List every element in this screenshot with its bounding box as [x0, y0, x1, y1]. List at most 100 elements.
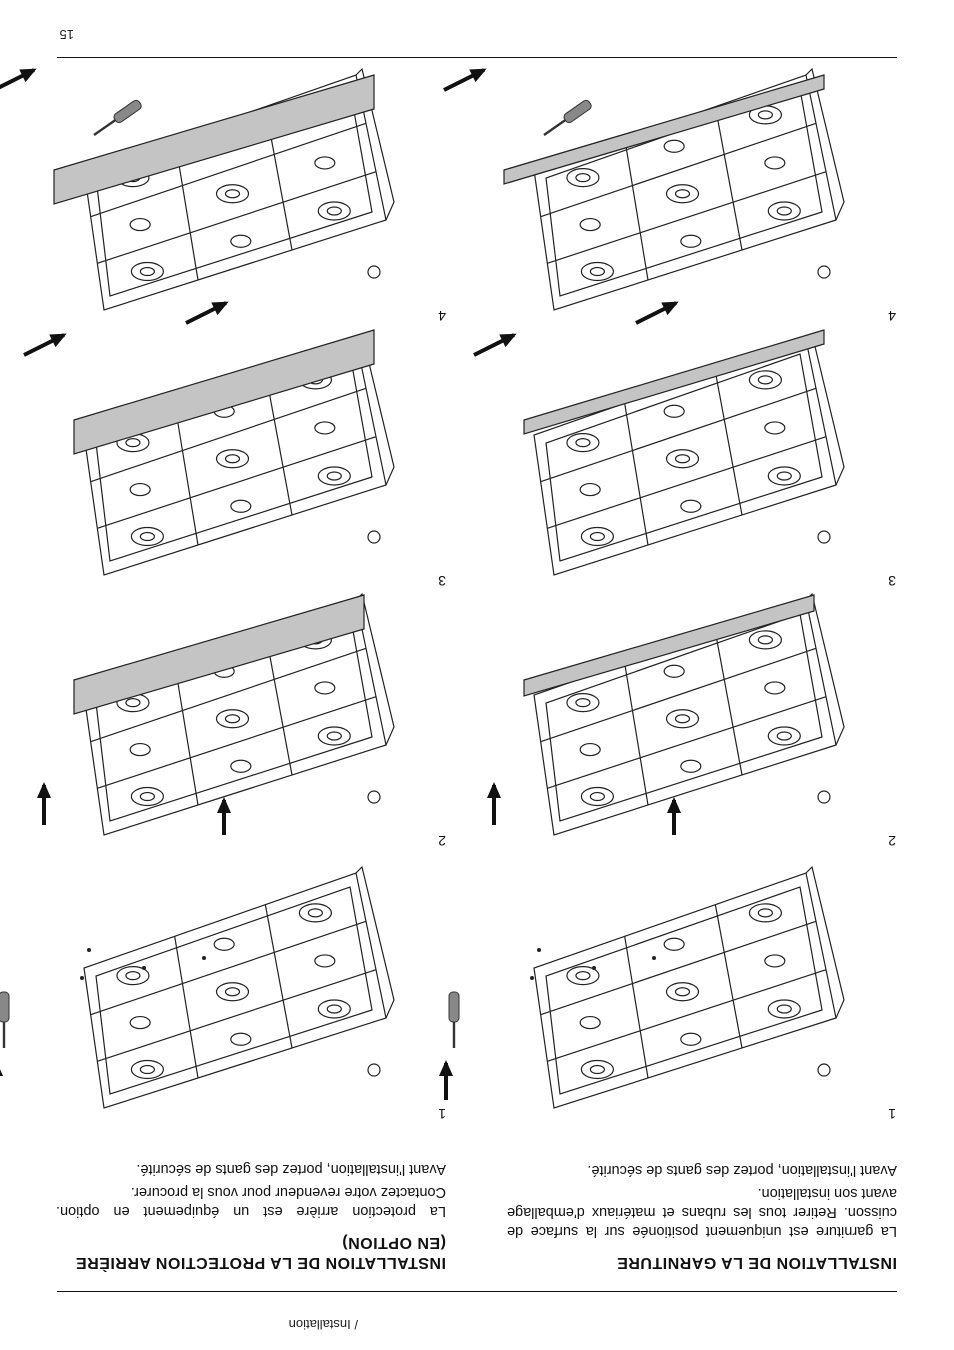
section-paragraph: La protection arrière est un équipement … [56, 1184, 446, 1219]
cooktop-surface [83, 872, 387, 1109]
burner-cap [125, 438, 141, 448]
section-paragraph: Avant l'installation, portez des gants d… [587, 1162, 897, 1178]
cooktop-surface [533, 872, 837, 1109]
burner-cap [224, 987, 241, 997]
burner-icon [215, 184, 250, 204]
trim-step-3: 3 [473, 301, 896, 589]
grate-divider [97, 436, 377, 529]
knob-icon [367, 1063, 381, 1077]
step-number: 4 [438, 308, 446, 324]
grate-divider [174, 403, 199, 546]
burner-cap [589, 791, 605, 802]
burner-cap [589, 1064, 605, 1075]
grate-divider [547, 969, 827, 1062]
arrow-icon [0, 1069, 3, 1076]
burner-icon [298, 903, 332, 923]
rear-guard-step-3: 3 [23, 301, 446, 589]
burner-icon [580, 261, 614, 282]
burner-cap [139, 791, 155, 802]
grate-divider [90, 387, 367, 483]
burner-cap [139, 266, 155, 277]
burner-cap [307, 908, 323, 918]
grate-divider [540, 122, 817, 218]
burner-cap [224, 454, 241, 464]
grate-divider [540, 387, 817, 483]
burner-icon [580, 786, 614, 807]
screw-hole [652, 956, 656, 960]
rail-part [73, 594, 365, 715]
cooktop-inner-edge [545, 613, 823, 822]
burner-icon [764, 681, 786, 695]
burner-icon [130, 261, 164, 282]
grate-divider [97, 696, 377, 789]
burner-cap [776, 471, 792, 481]
burner-cap [757, 908, 773, 918]
rail-part [503, 74, 825, 185]
screw-hole [530, 976, 534, 980]
knob-icon [367, 530, 381, 544]
rail-part [73, 329, 375, 455]
burner-icon [130, 526, 164, 547]
grate-divider [97, 969, 377, 1062]
section-title: INSTALLATION DE LA GARNITURE [616, 1254, 897, 1271]
cooktop-inner-edge [545, 88, 823, 297]
knob-icon [817, 265, 831, 279]
burner-icon [663, 664, 685, 678]
burner-cap [757, 110, 773, 120]
burner-icon [767, 999, 801, 1019]
burner-icon [215, 709, 250, 729]
knob-icon [817, 1063, 831, 1077]
burner-cap [224, 714, 241, 724]
grate-divider [714, 106, 743, 251]
grate-divider [90, 920, 367, 1016]
cooktop-inner-edge [545, 353, 823, 562]
burner-icon [767, 466, 801, 486]
burner-icon [215, 982, 250, 1002]
burner-icon [230, 234, 252, 248]
burner-cap [224, 189, 241, 199]
burner-icon [748, 370, 782, 390]
arrow-icon [217, 797, 231, 835]
burner-icon [213, 937, 235, 951]
cooktop-illustration [439, 865, 845, 1109]
burner-icon [317, 201, 351, 221]
arrow-icon [23, 333, 67, 357]
section-trim-installation: INSTALLATION DE LA GARNITURE La garnitur… [507, 1156, 897, 1272]
cooktop-illustration [443, 67, 845, 311]
arrow-icon [635, 301, 679, 325]
burner-cap [139, 531, 155, 542]
burner-icon [230, 1032, 252, 1046]
screwdriver-icon [0, 991, 10, 1048]
arrow-icon [185, 301, 229, 325]
footer-rule [57, 57, 897, 58]
screwdriver-icon [543, 99, 592, 136]
burner-icon [314, 681, 336, 695]
grate-divider [714, 631, 743, 776]
burner-icon [767, 726, 801, 746]
cooktop-front-edge [355, 67, 395, 221]
burner-icon [317, 999, 351, 1019]
trim-step-2: 2 [487, 592, 896, 849]
cooktop-front-edge [355, 865, 395, 1019]
burner-cap [674, 454, 691, 464]
cooktop-inner-edge [95, 886, 373, 1095]
grate-divider [90, 122, 367, 218]
burner-cap [674, 714, 691, 724]
rear-guard-step-1: 1 [0, 865, 446, 1122]
grate-divider [264, 904, 293, 1049]
burner-cap [757, 635, 773, 645]
header-rule [57, 1291, 897, 1292]
burner-icon [230, 499, 252, 513]
rail-part [523, 594, 815, 697]
screwdriver-icon [448, 991, 460, 1048]
screw-hole [87, 948, 91, 952]
burner-icon [579, 742, 601, 757]
burner-icon [130, 1059, 164, 1080]
grate-divider [547, 171, 827, 264]
cooktop-illustration [473, 301, 845, 576]
burner-icon [665, 184, 700, 204]
burner-icon [566, 966, 600, 986]
screw-hole [202, 956, 206, 960]
burner-cap [139, 1064, 155, 1075]
cooktop-illustration [23, 301, 395, 576]
